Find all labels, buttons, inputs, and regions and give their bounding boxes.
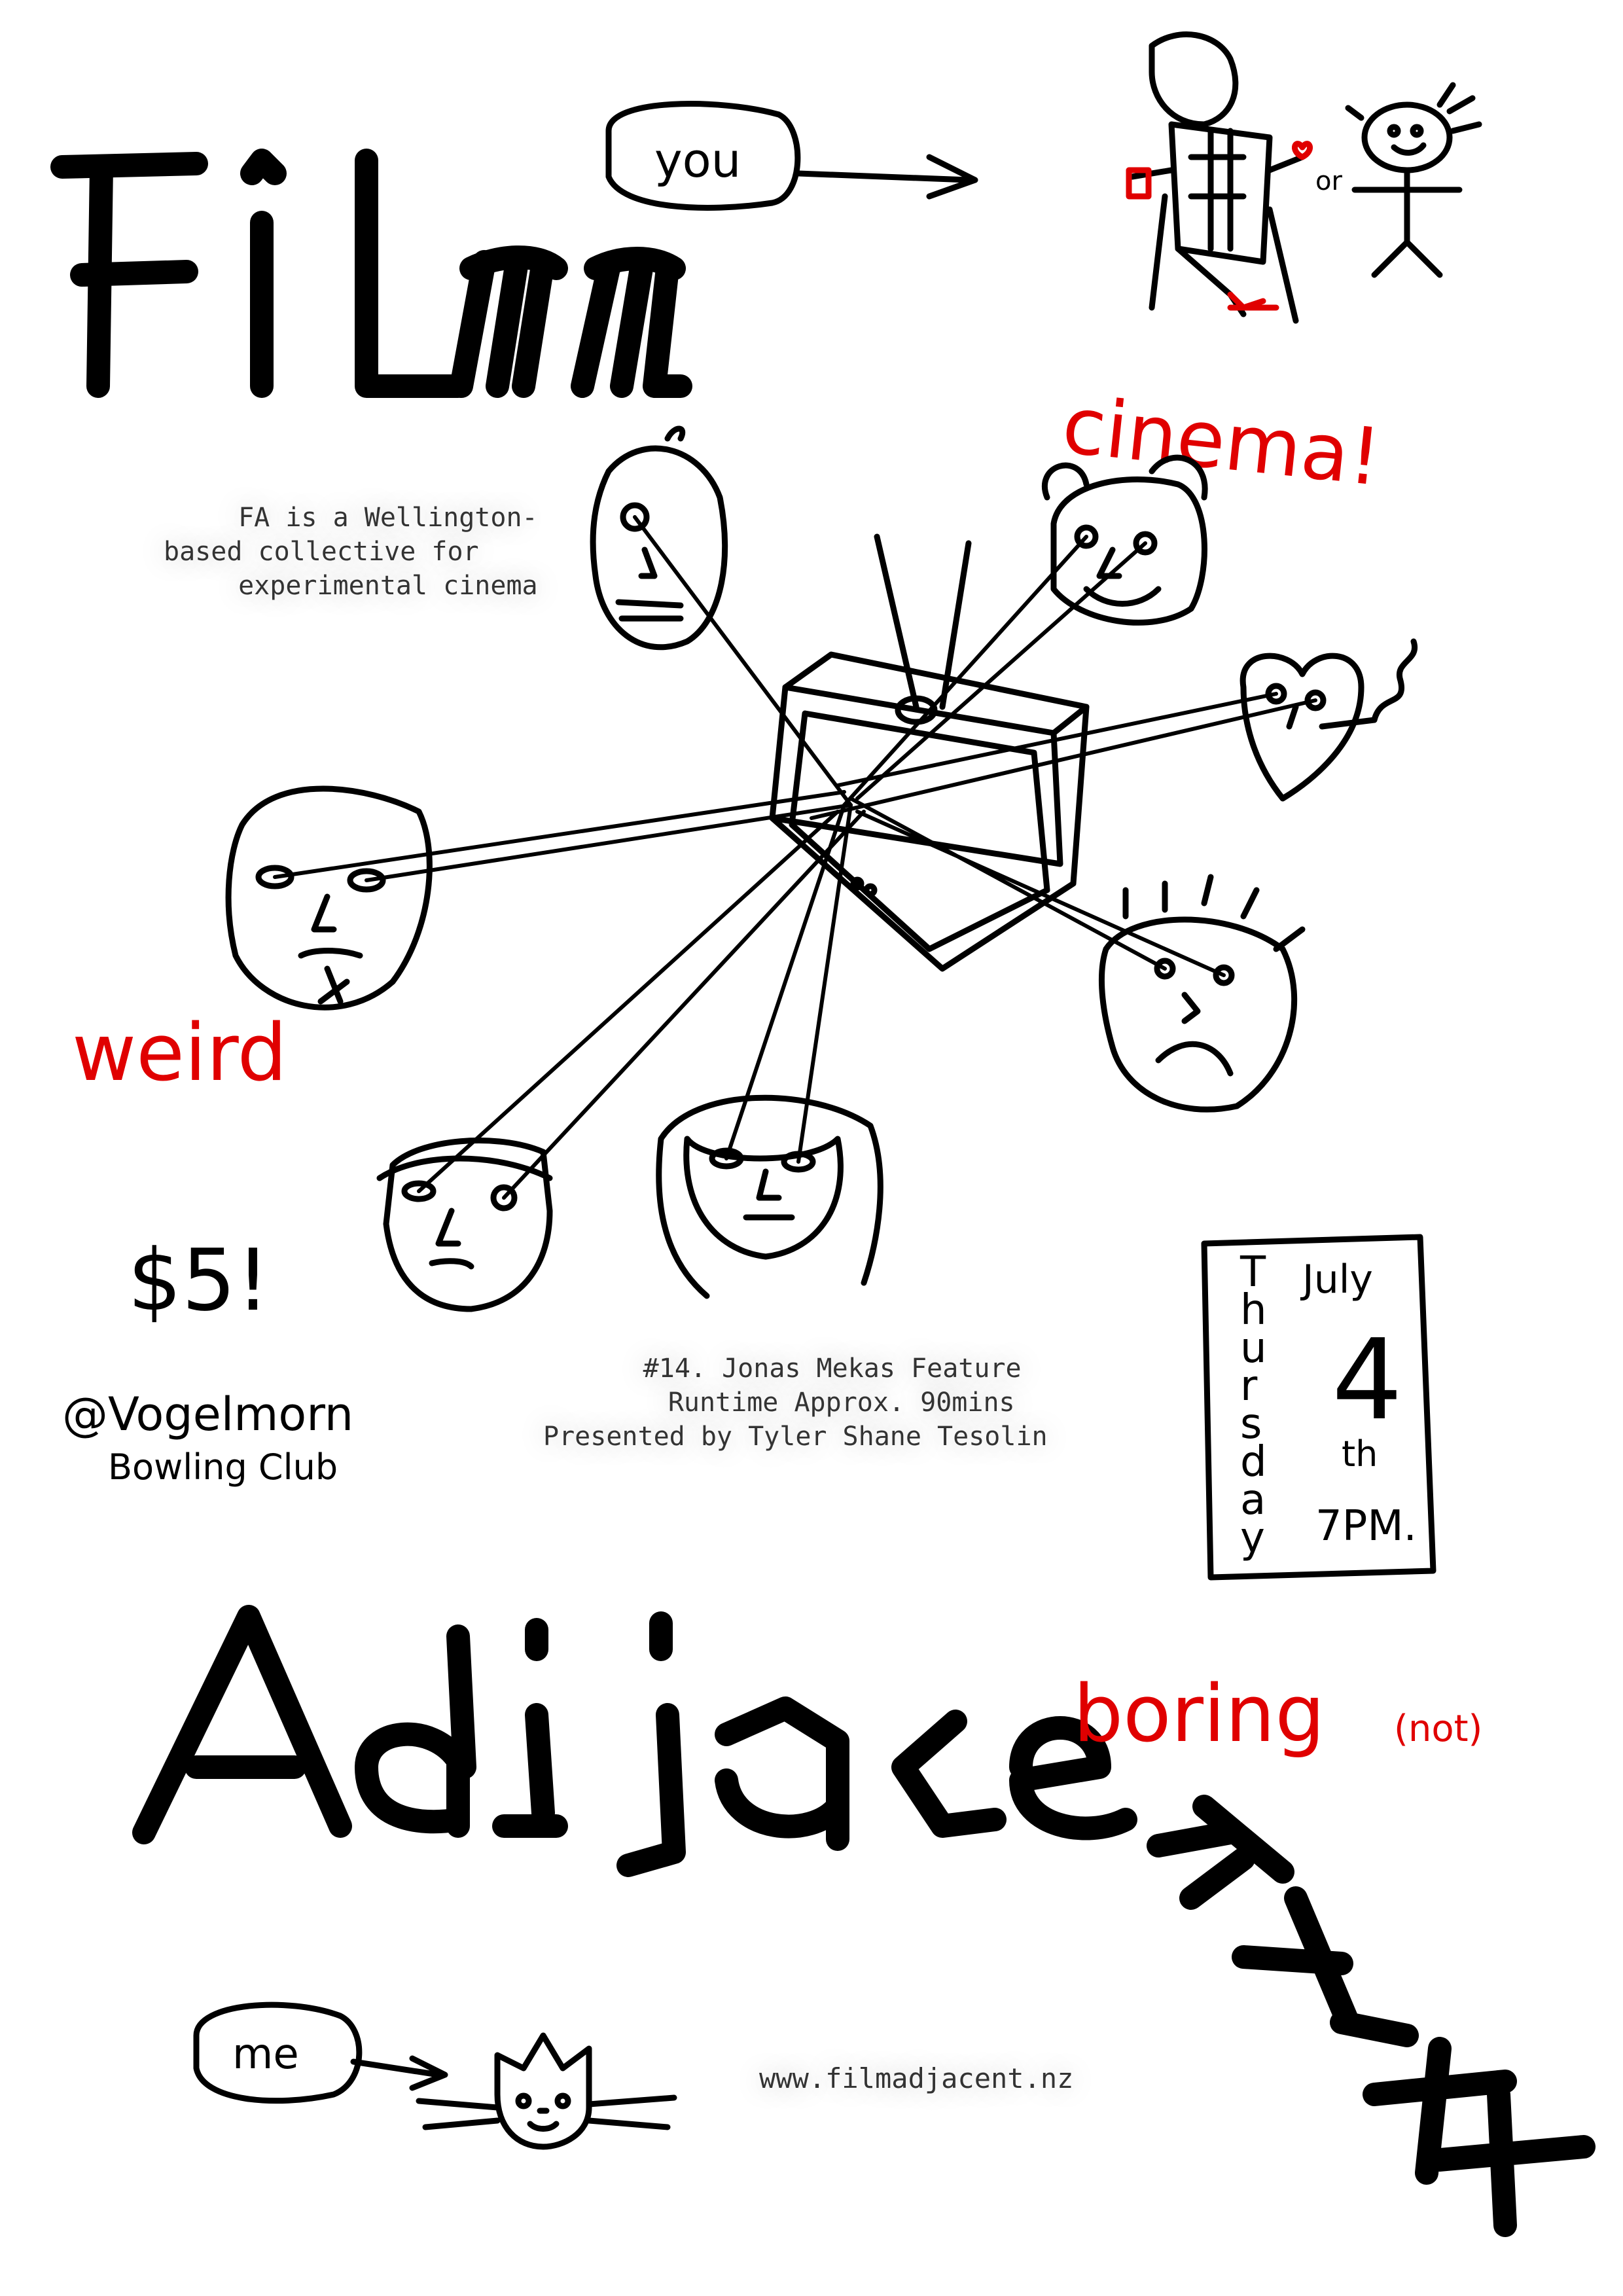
month: July <box>1302 1257 1373 1302</box>
about-line-1: FA is a Wellington- <box>238 503 538 533</box>
weird-scribble: weird <box>72 1008 287 1099</box>
woman-in-chair-drawing <box>1126 31 1313 324</box>
face-cap-bottom-left <box>376 1138 553 1312</box>
venue-line-2: Bowling Club <box>108 1446 338 1488</box>
boring-scribble: boring <box>1073 1669 1325 1760</box>
date-number: 4 <box>1332 1316 1403 1445</box>
face-top-left <box>590 425 728 651</box>
day-vertical: Thursday <box>1240 1248 1267 1562</box>
about-line-2: based collective for <box>164 537 479 567</box>
about-line-3: experimental cinema <box>238 571 538 601</box>
face-long-hair-bottom <box>656 1094 883 1299</box>
stick-figure-drawing <box>1345 82 1482 278</box>
television-drawing <box>769 533 1090 972</box>
face-left-bearded <box>225 785 433 1011</box>
face-angry-right <box>1098 874 1306 1113</box>
not-scribble: (not) <box>1394 1708 1482 1750</box>
program-line-2: Runtime Approx. 90mins <box>668 1388 1015 1418</box>
me-speech-bubble <box>193 2001 448 2104</box>
date-suffix: th <box>1342 1433 1378 1475</box>
website-link[interactable]: www.filmadjacent.nz <box>759 2062 1074 2094</box>
program-line-3: Presented by Tyler Shane Tesolin <box>543 1422 1048 1452</box>
venue-line-1: @Vogelmorn <box>62 1388 354 1441</box>
date-box <box>1201 1234 1436 1581</box>
face-heart-smoking <box>1240 638 1418 802</box>
cat-drawing <box>416 2032 677 2150</box>
you-speech-bubble <box>605 101 978 211</box>
program-text: #14. Jonas Mekas Feature Runtime Approx.… <box>543 1352 1048 1454</box>
me-bubble-text: me <box>232 2030 299 2079</box>
time: 7PM. <box>1315 1502 1417 1551</box>
program-line-1: #14. Jonas Mekas Feature <box>643 1354 1022 1384</box>
price: $5! <box>128 1230 270 1330</box>
about-text: FA is a Wellington- based collective for… <box>164 501 538 603</box>
you-bubble-text: you <box>654 133 741 188</box>
eye-lines-to-tv <box>273 515 1317 1200</box>
title-film-lettering <box>50 149 692 398</box>
face-bear-top-right <box>1042 454 1208 626</box>
title-adjacent-lettering <box>132 1605 1596 2237</box>
or-label: or <box>1315 166 1342 196</box>
